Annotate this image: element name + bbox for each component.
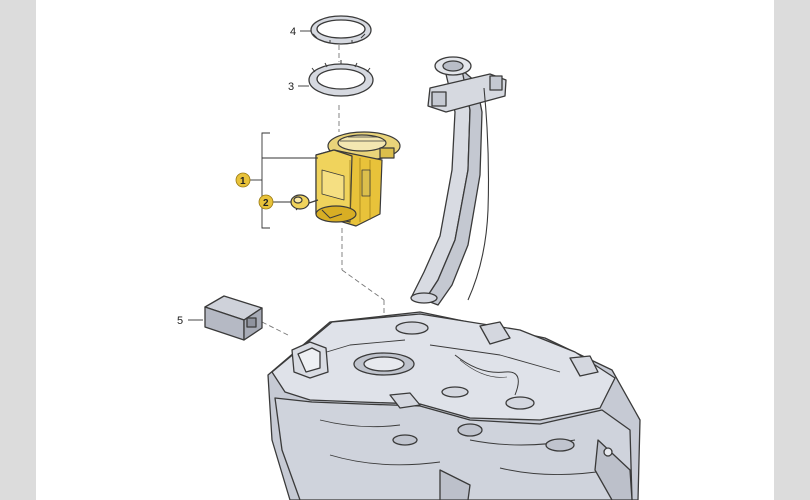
seal-ring bbox=[308, 60, 374, 97]
callout-3-text: 3 bbox=[288, 81, 294, 93]
callout-5-text: 5 bbox=[177, 315, 183, 327]
callout-1-text: 1 bbox=[240, 176, 246, 187]
control-unit bbox=[204, 295, 263, 341]
parts-diagram-canvas: 4 3 1 2 5 bbox=[36, 0, 774, 500]
filler-neck bbox=[410, 56, 507, 306]
callout-3: 3 bbox=[288, 81, 294, 93]
callout-1: 1 bbox=[235, 172, 251, 188]
locking-ring bbox=[310, 15, 372, 45]
callout-4: 4 bbox=[290, 26, 296, 38]
callout-2-badge bbox=[258, 194, 274, 210]
callout-2: 2 bbox=[258, 194, 274, 210]
callout-2-text: 2 bbox=[263, 198, 269, 209]
callout-1-badge bbox=[235, 172, 251, 188]
right-margin bbox=[774, 0, 810, 500]
left-margin bbox=[0, 0, 36, 500]
leader-lines bbox=[188, 30, 311, 321]
parts-diagram: 4 3 1 2 5 bbox=[177, 15, 641, 500]
fuel-tank bbox=[267, 311, 641, 500]
fuel-level-sender bbox=[290, 194, 310, 210]
callout-4-text: 4 bbox=[290, 26, 296, 38]
fuel-pump-module bbox=[295, 131, 401, 227]
callout-bracket bbox=[248, 132, 318, 229]
callout-5: 5 bbox=[177, 315, 183, 327]
